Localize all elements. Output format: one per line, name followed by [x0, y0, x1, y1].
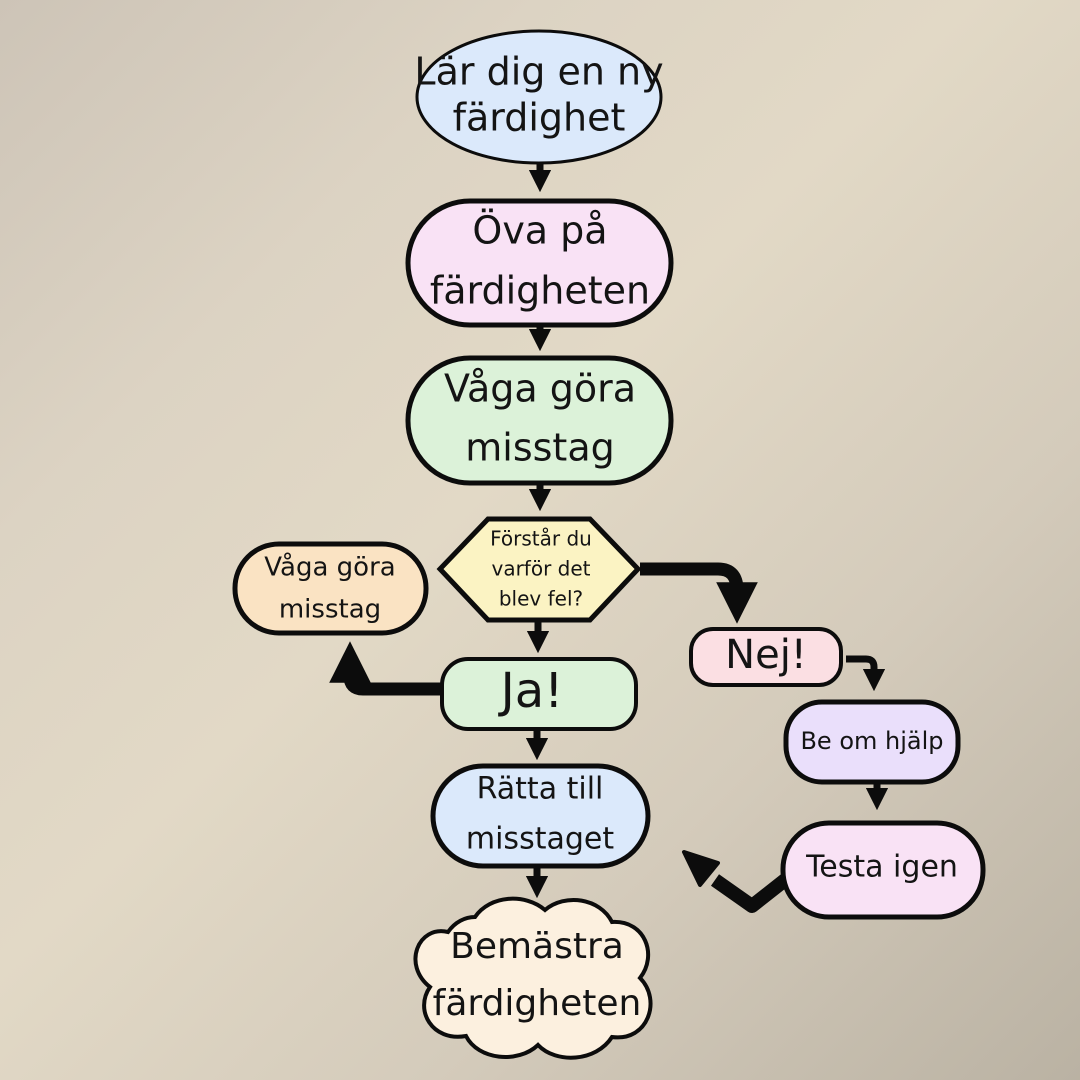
node-yes-label: Ja!	[498, 663, 564, 719]
node-start-shape	[415, 29, 663, 165]
node-master-cloud-shape	[413, 896, 653, 1060]
node-start-line1: Lär dig en ny	[414, 50, 663, 94]
node-start: Lär dig en ny färdighet	[414, 29, 664, 165]
node-yes: Ja!	[440, 657, 638, 731]
node-no: Nej!	[689, 627, 843, 687]
node-dare-mistakes-side-line2: misstag	[279, 595, 381, 625]
node-yes-shape	[440, 657, 638, 731]
node-no-shape	[689, 627, 843, 687]
node-question-line1: Förstår du	[490, 527, 592, 551]
node-question-line2: varför det	[491, 557, 590, 581]
node-dare-mistakes-shape	[405, 355, 674, 486]
node-correct: Rätta till misstaget	[430, 763, 651, 869]
node-question-line3: blev fel?	[499, 587, 583, 611]
node-practice-line1: Öva på	[472, 209, 607, 253]
node-try-again: Testa igen	[780, 820, 986, 920]
node-ask-help: Be om hjälp	[783, 699, 961, 785]
node-master-line2: färdigheten	[433, 983, 642, 1024]
arrow-try-to-correct-head	[682, 850, 720, 887]
node-dare-mistakes-line2: misstag	[465, 426, 614, 470]
node-ask-help-shape	[783, 699, 961, 785]
node-question-shape	[436, 516, 642, 623]
arrow-question-to-no	[640, 562, 758, 624]
node-dare-mistakes: Våga göra misstag	[405, 355, 674, 486]
arrow-no-to-help	[846, 655, 886, 692]
node-dare-mistakes-line1: Våga göra	[444, 367, 636, 411]
node-correct-shape	[430, 763, 651, 869]
node-practice-line2: färdigheten	[430, 269, 650, 313]
arrow-try-to-correct	[710, 874, 790, 913]
arrow-yes-to-side	[329, 641, 442, 696]
node-correct-line2: misstaget	[466, 822, 614, 857]
node-practice: Öva på färdigheten	[405, 198, 674, 328]
node-dare-mistakes-side-shape	[232, 541, 429, 636]
node-question: Förstår du varför det blev fel?	[436, 516, 642, 623]
node-dare-mistakes-side: Våga göra misstag	[232, 541, 429, 636]
node-master: Bemästra färdigheten	[413, 896, 653, 1060]
node-try-again-label: Testa igen	[805, 850, 958, 885]
node-dare-mistakes-side-line1: Våga göra	[264, 552, 395, 583]
node-correct-line1: Rätta till	[477, 772, 604, 807]
node-ask-help-label: Be om hjälp	[800, 727, 943, 755]
node-try-again-shape	[780, 820, 986, 920]
node-practice-shape	[405, 198, 674, 328]
node-no-label: Nej!	[725, 632, 807, 678]
connectors	[329, 163, 889, 913]
node-start-line2: färdighet	[453, 96, 626, 140]
node-master-line1: Bemästra	[450, 926, 624, 967]
